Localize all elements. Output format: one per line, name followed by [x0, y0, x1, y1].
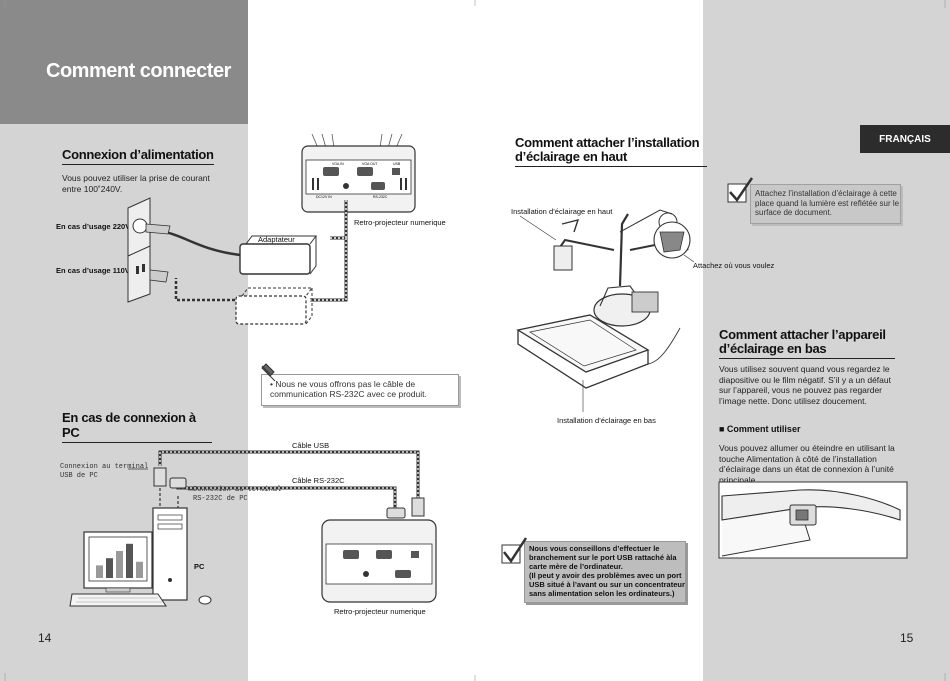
checkmark-icon	[501, 537, 528, 564]
pc-monitor	[83, 531, 153, 593]
header-band	[0, 0, 248, 124]
outlet-220v	[127, 197, 171, 257]
rs232-cable-label: Câble RS-232C	[292, 476, 345, 485]
rs232-connector-pc	[169, 477, 187, 489]
monitor-chart-bar	[126, 543, 133, 578]
language-tab[interactable]: FRANÇAIS	[860, 125, 950, 153]
monitor-chart	[96, 543, 143, 578]
power-section-title: Connexion d’alimentation	[62, 147, 214, 165]
pc-label: PC	[194, 562, 205, 571]
note-usb-line: sans alimentation selon les ordinateurs.…	[529, 589, 675, 598]
projector-rear-top	[301, 133, 416, 213]
top-light-title: Comment attacher l’installation d’éclair…	[515, 136, 707, 167]
bottom-light-title-line1: Comment attacher l’appareil	[719, 327, 886, 342]
port-label-usb: USB	[393, 162, 401, 166]
usb-connector-device	[411, 497, 425, 517]
top-light-title-line1: Comment attacher l’installation	[515, 135, 700, 150]
pushpin-icon	[261, 363, 276, 382]
note-rs232-text: • Nous ne vous offrons pas le câble de c…	[270, 379, 427, 399]
page-title: Comment connecter	[46, 60, 231, 82]
note-usb-line: branchement sur le port USB rattaché àla	[529, 553, 677, 562]
outlet-110v	[127, 245, 169, 303]
monitor-chart-bar	[116, 551, 123, 578]
right-margin-band	[703, 0, 950, 681]
label-110v: En cas d’usage 110V	[56, 266, 130, 275]
power-section-text: Vous pouvez utiliser la prise de courant…	[62, 173, 210, 194]
pc-section-title: En cas de connexion à PC	[62, 410, 212, 443]
page-number-left: 14	[38, 631, 52, 645]
usb-connector-pc	[153, 467, 167, 487]
port-label-vga-in: VGA IN	[332, 162, 344, 166]
note-top-light: Attachez l’installation d’éclairage à ce…	[750, 184, 901, 224]
usb-terminal-line2: USB de PC	[60, 471, 98, 480]
port-label-dc-in: DC12V IN	[316, 195, 332, 199]
label-top-light: Installation d’éclairage en haut	[511, 207, 613, 216]
monitor-chart-bar	[96, 565, 103, 578]
top-light-title-line2: d’éclairage en haut	[515, 149, 628, 164]
bottom-light-title-line2: d’éclairage en bas	[719, 341, 827, 356]
adapter	[239, 235, 317, 275]
usb-cable-label: Câble USB	[292, 441, 330, 450]
note-top-light-text: Attachez l’installation d’éclairage à ce…	[755, 189, 900, 217]
port-label-vga-out: VGA OUT	[362, 162, 378, 166]
note-usb-line: (Il peut y avoir des problèmes avec un p…	[529, 571, 682, 580]
rs232-terminal-line2: RS-232C de PC	[193, 494, 248, 503]
usb-terminal-line1: Connexion au terminal	[60, 463, 149, 471]
rs232-terminal-line1: Connexion au terminal	[193, 486, 282, 494]
usb-terminal-label: Connexion au terminal USB de PC	[60, 463, 148, 480]
label-bottom-light: Installation d’éclairage en bas	[557, 416, 656, 425]
note-usb: Nous vous conseillons d’effectuer le bra…	[524, 541, 686, 603]
usage-text: Vous pouvez allumer ou éteindre en utili…	[719, 443, 895, 485]
checkmark-icon	[727, 177, 754, 203]
bottom-light-title: Comment attacher l’appareil d’éclairage …	[719, 328, 895, 359]
rs232-terminal-label: Connexion au terminal RS-232C de PC	[193, 486, 281, 503]
projector-rear-bottom	[321, 519, 437, 603]
note-usb-line: Nous vous conseillons d’effectuer le	[529, 544, 660, 553]
projector-label-bottom: Retro-projecteur numerique	[334, 607, 426, 616]
bottom-light-text: Vous utilisez souvent quand vous regarde…	[719, 364, 891, 406]
adapter-label: Adaptateur	[258, 235, 295, 244]
monitor-chart-bar	[106, 558, 113, 578]
pc-tower	[152, 507, 188, 601]
bottom-light-closeup	[718, 481, 908, 559]
note-usb-line: USB situé à l’avant ou sur un concentrat…	[529, 580, 685, 589]
presenter-with-lights	[516, 209, 695, 412]
usage-subhead: ■ Comment utiliser	[719, 424, 801, 434]
monitor-chart-bar	[136, 561, 143, 578]
crop-marks	[4, 0, 946, 681]
page-number-right: 15	[900, 631, 914, 645]
label-220v: En cas d’usage 220V	[56, 222, 131, 231]
note-usb-line: carte mère de l’ordinateur.	[529, 562, 623, 571]
projector-label-top: Retro-projecteur numerique	[354, 218, 446, 227]
note-rs232: • Nous ne vous offrons pas le câble de c…	[261, 374, 459, 406]
pc-keyboard	[69, 593, 167, 607]
pc-mouse	[198, 595, 212, 605]
port-label-rs232c: RS-232C	[373, 195, 388, 199]
rs232-connector-device	[386, 507, 406, 519]
power-cables	[164, 200, 348, 302]
adapter-dashed	[235, 287, 313, 325]
label-attach-anywhere: Attachez où vous voulez	[693, 261, 775, 270]
